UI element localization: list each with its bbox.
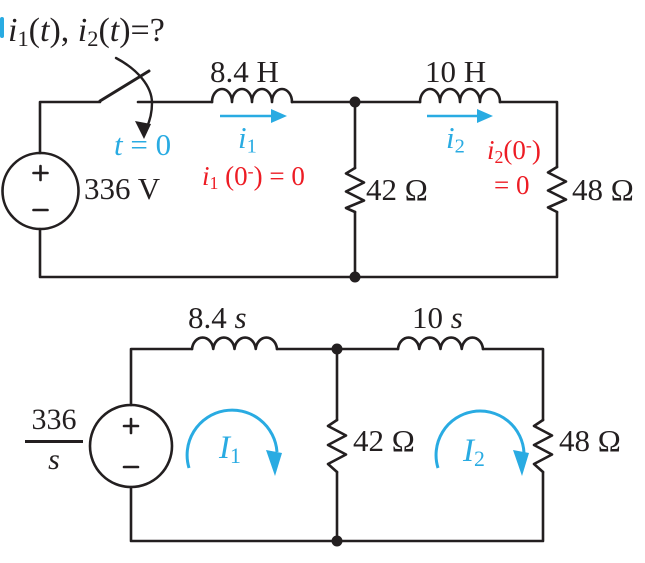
current-arrows: [220, 109, 493, 123]
mesh-arrowhead-I2-icon: [513, 450, 529, 476]
page-title: i1(t), i2(t)=?: [8, 12, 165, 51]
inductor-8p4H: [210, 87, 294, 104]
mesh-arrow-I1: [185, 408, 279, 469]
inductor-10H: [418, 87, 502, 104]
initial-condition-i2-line1: i2(0-): [487, 135, 541, 167]
resistor-42ohm: [326, 418, 348, 474]
plus-sign: [122, 417, 140, 435]
switch-time-label: t = 0: [114, 127, 172, 162]
voltage-source: [1, 151, 80, 231]
resistor-48ohm: [546, 165, 568, 214]
initial-condition-i2-line2: = 0: [494, 170, 530, 200]
current-i1-label: i1: [238, 120, 257, 158]
node-dot: [349, 271, 361, 283]
mesh-arrows: [185, 408, 529, 476]
resistor-42ohm-label: 42 Ω: [353, 423, 415, 458]
current-arrowhead-i2-icon: [477, 109, 493, 123]
fraction-denominator: s: [48, 443, 60, 476]
bottom-circuit: [88, 336, 554, 547]
mesh-current-I1-label: I1: [219, 430, 241, 468]
clipped-text-fragment: [0, 17, 4, 38]
source-336V-label: 336 V: [84, 171, 161, 206]
node-dot: [349, 96, 361, 108]
mesh-arrow-I2: [434, 409, 526, 469]
top-circuit: [1, 56, 568, 283]
inductor-8p4s-label: 8.4 s: [188, 300, 247, 335]
resistor-42ohm: [344, 166, 366, 214]
inductor-10s-label: 10 s: [412, 300, 463, 335]
plus-sign: [32, 164, 49, 182]
initial-condition-i1: i1 (0-) = 0: [202, 161, 305, 193]
resistor-48ohm-label: 48 Ω: [559, 423, 621, 458]
switch-arrowhead-icon: [135, 121, 151, 139]
inductor-10H-label: 10 H: [425, 54, 487, 89]
node-dot: [331, 343, 343, 355]
fraction-bar: [25, 440, 83, 443]
mesh-arrowhead-I1-icon: [266, 450, 282, 476]
node-dot: [331, 535, 343, 547]
resistor-48ohm-label: 48 Ω: [572, 172, 634, 207]
inductor-8p4s: [190, 336, 279, 351]
fraction-numerator: 336: [31, 403, 77, 436]
switch-blade: [98, 69, 151, 103]
inductor-10s: [396, 336, 485, 351]
resistor-48ohm: [532, 418, 554, 474]
inductor-8p4H-label: 8.4 H: [210, 54, 279, 89]
current-i2-label: i2: [446, 120, 465, 158]
resistor-42ohm-label: 42 Ω: [366, 172, 428, 207]
switch-motion-arrow: [114, 56, 154, 131]
mesh-current-I2-label: I2: [463, 433, 485, 471]
voltage-source: [88, 403, 174, 489]
current-arrowhead-i1-icon: [271, 109, 287, 123]
